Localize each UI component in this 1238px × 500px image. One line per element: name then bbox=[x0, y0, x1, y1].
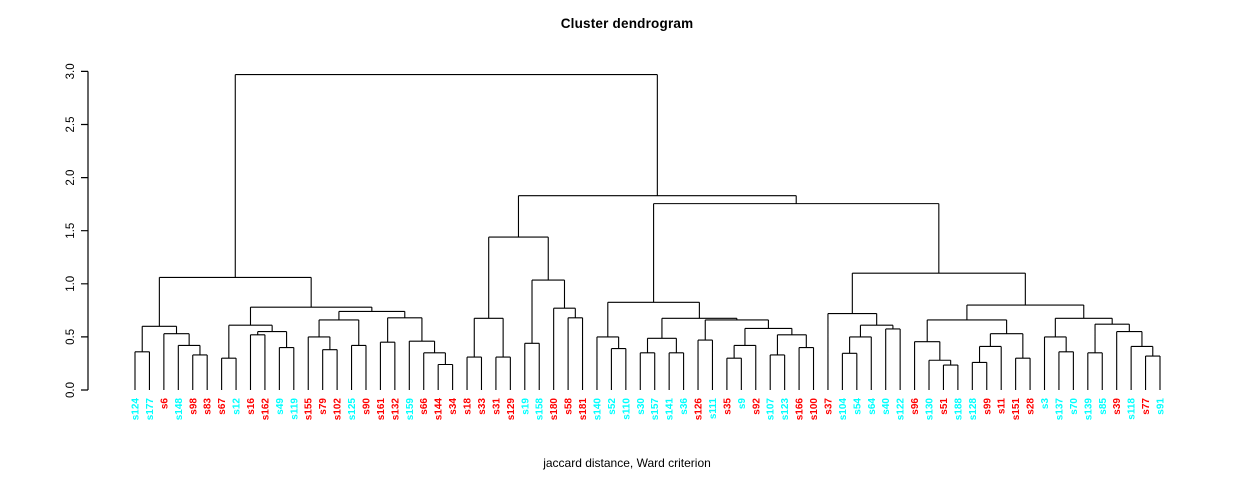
leaf-label-s19: s19 bbox=[520, 398, 531, 415]
leaf-label-s34: s34 bbox=[448, 398, 459, 415]
leaf-label-s52: s52 bbox=[607, 398, 618, 415]
leaf-label-s122: s122 bbox=[896, 398, 907, 421]
leaf-label-s85: s85 bbox=[1098, 398, 1109, 415]
leaf-label-s77: s77 bbox=[1141, 398, 1152, 415]
leaf-label-s91: s91 bbox=[1156, 398, 1167, 415]
leaf-label-s188: s188 bbox=[953, 398, 964, 421]
leaf-label-s64: s64 bbox=[867, 398, 878, 415]
leaf-label-s158: s158 bbox=[535, 398, 546, 421]
leaf-label-s155: s155 bbox=[304, 398, 315, 421]
leaf-label-s130: s130 bbox=[925, 398, 936, 421]
leaf-label-s9: s9 bbox=[737, 398, 748, 410]
y-tick-label: 2.0 bbox=[65, 170, 77, 186]
leaf-label-s96: s96 bbox=[910, 398, 921, 415]
leaf-label-s144: s144 bbox=[434, 398, 445, 421]
leaf-label-s12: s12 bbox=[232, 398, 243, 415]
leaf-label-s104: s104 bbox=[838, 398, 849, 421]
leaf-label-s6: s6 bbox=[159, 398, 170, 410]
leaf-label-s128: s128 bbox=[968, 398, 979, 421]
leaf-label-s181: s181 bbox=[578, 398, 589, 421]
leaf-label-s90: s90 bbox=[361, 398, 372, 415]
leaf-label-s125: s125 bbox=[347, 398, 358, 421]
leaf-label-s124: s124 bbox=[131, 398, 142, 421]
leaf-label-s118: s118 bbox=[1127, 398, 1138, 420]
leaf-label-s83: s83 bbox=[203, 398, 214, 415]
leaf-label-s54: s54 bbox=[852, 398, 863, 415]
leaf-label-s33: s33 bbox=[477, 398, 488, 415]
y-tick-label: 3.0 bbox=[65, 63, 77, 79]
leaf-label-s37: s37 bbox=[823, 398, 834, 415]
y-tick-label: 0.5 bbox=[65, 329, 77, 345]
leaf-label-s161: s161 bbox=[376, 398, 387, 421]
leaf-label-s31: s31 bbox=[491, 398, 502, 415]
leaf-label-s51: s51 bbox=[939, 398, 950, 415]
leaf-label-s58: s58 bbox=[564, 398, 575, 415]
leaf-label-s137: s137 bbox=[1054, 398, 1065, 421]
leaf-label-s40: s40 bbox=[881, 398, 892, 415]
leaf-label-s159: s159 bbox=[405, 398, 416, 421]
dendrogram-branches bbox=[134, 74, 1161, 390]
y-tick-label: 2.5 bbox=[65, 117, 77, 133]
leaf-label-s140: s140 bbox=[592, 398, 603, 421]
leaf-label-s67: s67 bbox=[217, 398, 228, 415]
leaf-label-s180: s180 bbox=[549, 398, 560, 421]
y-tick-label: 1.0 bbox=[65, 276, 77, 292]
y-axis bbox=[81, 70, 89, 391]
leaf-label-s139: s139 bbox=[1083, 398, 1094, 421]
leaf-label-s119: s119 bbox=[289, 398, 300, 420]
leaf-label-s110: s110 bbox=[621, 398, 632, 420]
leaf-label-s132: s132 bbox=[390, 398, 401, 421]
leaf-label-s177: s177 bbox=[145, 398, 156, 421]
leaf-label-s3: s3 bbox=[1040, 398, 1051, 410]
leaf-label-s16: s16 bbox=[246, 398, 257, 415]
leaf-label-s129: s129 bbox=[506, 398, 517, 421]
chart-title: Cluster dendrogram bbox=[560, 16, 694, 31]
leaf-label-s35: s35 bbox=[722, 398, 733, 415]
leaf-label-s102: s102 bbox=[333, 398, 344, 421]
leaf-label-s162: s162 bbox=[260, 398, 271, 421]
leaf-label-s107: s107 bbox=[766, 398, 777, 421]
leaf-label-s79: s79 bbox=[318, 398, 329, 415]
leaf-label-s166: s166 bbox=[795, 398, 806, 421]
leaf-label-s99: s99 bbox=[982, 398, 993, 415]
leaf-label-s92: s92 bbox=[751, 398, 762, 415]
leaf-label-s39: s39 bbox=[1112, 398, 1123, 415]
leaf-label-s49: s49 bbox=[275, 398, 286, 415]
leaf-label-s141: s141 bbox=[665, 398, 676, 421]
leaf-label-s98: s98 bbox=[188, 398, 199, 415]
leaf-label-s100: s100 bbox=[809, 398, 820, 421]
y-tick-label: 0.0 bbox=[65, 382, 77, 398]
leaf-label-s18: s18 bbox=[463, 398, 474, 415]
leaf-label-s28: s28 bbox=[1026, 398, 1037, 415]
leaf-label-s123: s123 bbox=[780, 398, 791, 421]
y-tick-label: 1.5 bbox=[65, 223, 77, 239]
x-axis-caption: jaccard distance, Ward criterion bbox=[543, 456, 711, 470]
leaf-label-s126: s126 bbox=[694, 398, 705, 421]
leaf-label-s151: s151 bbox=[1011, 398, 1022, 421]
leaf-label-s30: s30 bbox=[636, 398, 647, 415]
leaf-label-s70: s70 bbox=[1069, 398, 1080, 415]
leaf-label-s157: s157 bbox=[650, 398, 661, 421]
leaf-label-s11: s11 bbox=[997, 398, 1008, 415]
leaf-label-s111: s111 bbox=[708, 398, 719, 420]
leaf-label-s66: s66 bbox=[419, 398, 430, 415]
leaf-label-s148: s148 bbox=[174, 398, 185, 421]
leaf-label-s36: s36 bbox=[679, 398, 690, 415]
